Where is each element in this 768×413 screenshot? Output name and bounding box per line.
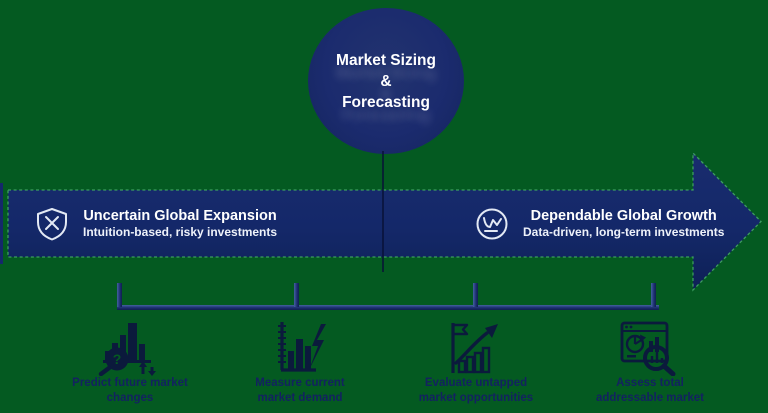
uncertain-subtitle: Intuition-based, risky investments — [83, 225, 278, 239]
flag-growth-arrow-bars-icon — [451, 323, 498, 374]
item-label-line: changes — [106, 391, 154, 404]
title-line-1: Market Sizing — [336, 51, 436, 69]
bar-chart-magnifier-question-icon: ? — [98, 323, 156, 376]
svg-text:?: ? — [113, 351, 122, 367]
item-label-line: market demand — [257, 391, 343, 404]
uncertain-title: Uncertain Global Expansion — [83, 208, 277, 224]
bracket-tick-4 — [651, 283, 656, 307]
item-label-evaluate: Evaluate untapped market opportunities — [386, 376, 566, 405]
item-label-line: Assess total — [616, 377, 684, 389]
item-label-line: addressable market — [595, 391, 705, 404]
shield-x-icon — [37, 208, 67, 241]
item-label-assess: Assess total addressable market — [560, 376, 740, 405]
item-label-line: Predict future market — [72, 377, 188, 389]
dependable-subtitle: Data-driven, long-term investments — [523, 225, 725, 239]
title-line-3: Forecasting — [342, 93, 430, 111]
item-label-predict: Predict future market changes — [40, 376, 220, 405]
left-edge-strip — [0, 183, 3, 264]
dependable-title: Dependable Global Growth — [530, 208, 717, 224]
item-label-line: Measure current — [255, 377, 345, 389]
title-circle: Market Sizing & Forecasting — [308, 8, 464, 154]
bracket-tick-2 — [294, 283, 299, 307]
arrow-section-uncertain: Uncertain Global Expansion Intuition-bas… — [34, 192, 277, 256]
dashboard-magnifier-icon — [620, 321, 676, 376]
title-line-2: & — [380, 72, 392, 90]
line-chart-circle-icon — [476, 208, 508, 240]
item-label-measure: Measure current market demand — [210, 376, 390, 405]
bar-chart-lightning-ruler-icon — [278, 322, 326, 372]
arrow-section-dependable: Dependable Global Growth Data-driven, lo… — [474, 192, 724, 256]
bracket-tick-1 — [117, 283, 122, 307]
bracket-tick-3 — [473, 283, 478, 307]
circle-to-arrow-connector-line — [382, 151, 384, 272]
item-label-line: market opportunities — [418, 391, 534, 404]
bracket-horizontal-line — [117, 305, 659, 310]
item-label-line: Evaluate untapped — [424, 377, 528, 389]
